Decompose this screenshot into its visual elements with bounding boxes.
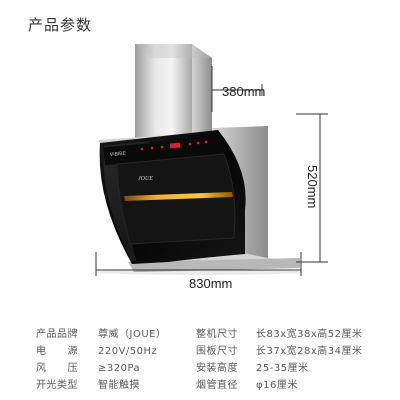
width-label: 830mm — [189, 276, 233, 291]
spec-value: φ16厘米 — [256, 380, 298, 391]
spec-label: 烟管直径 — [196, 380, 238, 391]
spec-label: 风 压 — [36, 363, 78, 374]
spec-value: 尊威（JOUE） — [98, 329, 167, 340]
hood-logo: JOUE — [138, 176, 153, 182]
spec-row-power: 电 源 220V/50Hz — [36, 342, 157, 357]
range-hood-image: VIBIBE JOUE — [95, 44, 328, 276]
spec-value: 长83x宽38x高52厘米 — [256, 329, 363, 340]
spec-row-overall-size: 整机尺寸 长83x宽38x高52厘米 — [196, 325, 363, 340]
spec-value: ≥320Pa — [98, 363, 141, 374]
spec-row-pressure: 风 压 ≥320Pa — [36, 359, 140, 374]
spec-row-duct-diameter: 烟管直径 φ16厘米 — [196, 376, 298, 391]
spec-label: 电 源 — [36, 346, 78, 357]
spec-label: 整机尺寸 — [196, 329, 238, 340]
spec-value: 25-35厘米 — [256, 363, 309, 374]
spec-label: 安装高度 — [196, 363, 238, 374]
spec-row-brand: 产品品牌 尊威（JOUE） — [36, 325, 166, 340]
panel-brand-text: VIBIBE — [110, 151, 127, 158]
control-panel: VIBIBE — [103, 136, 225, 166]
page-title: 产品参数 — [28, 16, 93, 34]
spec-value: 智能触摸 — [98, 380, 140, 391]
depth-dimension-line — [211, 66, 263, 112]
chimney-duct — [135, 44, 212, 142]
spec-row-switch: 开光类型 智能触摸 — [36, 376, 140, 391]
spec-label: 产品品牌 — [36, 329, 78, 340]
gold-accent-strip — [124, 192, 233, 201]
depth-label: 380mm — [222, 84, 266, 99]
spec-value: 长37x宽28x高34厘米 — [256, 346, 363, 357]
height-label: 520mm — [305, 165, 320, 209]
spec-label: 围板尺寸 — [196, 346, 238, 357]
spec-row-install-height: 安装高度 25-35厘米 — [196, 359, 309, 374]
spec-row-surround-size: 围板尺寸 长37x宽28x高34厘米 — [196, 342, 363, 357]
spec-value: 220V/50Hz — [98, 346, 158, 357]
spec-label: 开光类型 — [36, 380, 78, 391]
width-dimension-line — [95, 252, 302, 276]
